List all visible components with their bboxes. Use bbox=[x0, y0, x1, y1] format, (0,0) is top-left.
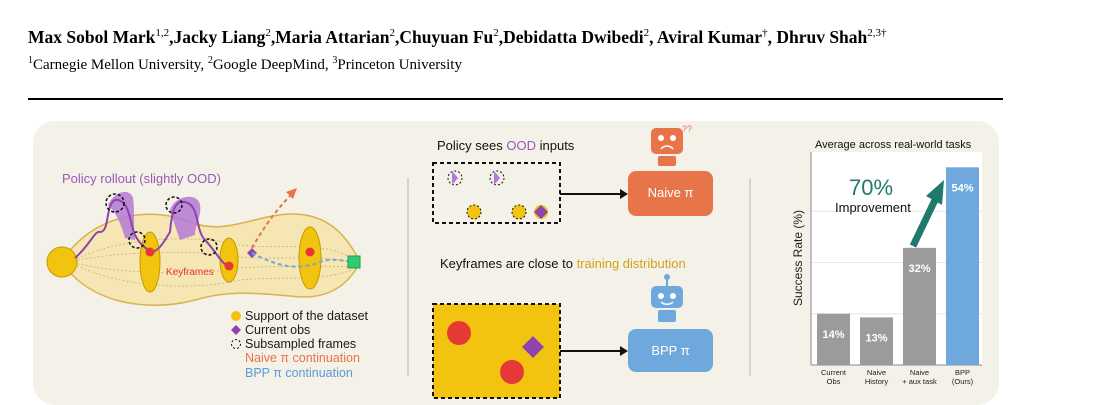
author-affiliation-mark: 2 bbox=[643, 27, 650, 40]
naive-policy-box bbox=[628, 171, 713, 216]
author-name: Dhruv Shah bbox=[776, 27, 868, 47]
subsampled-frame-4 bbox=[200, 238, 218, 256]
affiliation-name: Princeton University bbox=[337, 57, 462, 73]
improvement-percent: 70% bbox=[849, 175, 894, 200]
chart-bar bbox=[860, 317, 893, 365]
support-ellipse-3 bbox=[298, 226, 322, 290]
purple-ood-region-1 bbox=[108, 191, 135, 240]
legend-item: Naive π continuation bbox=[245, 351, 360, 365]
chart-category-label: + aux task bbox=[902, 377, 937, 386]
author-name: Aviral Kumar bbox=[656, 27, 763, 47]
legend-marker-support bbox=[231, 311, 241, 321]
keyframe-current-obs bbox=[522, 336, 544, 358]
chart-bar bbox=[817, 313, 850, 365]
keyframe-marker-1 bbox=[447, 321, 471, 345]
author-name: Jacky Liang bbox=[173, 27, 266, 47]
affiliation-name: Google DeepMind, bbox=[212, 57, 333, 73]
improvement-arrow bbox=[909, 198, 939, 248]
legend-item: BPP π continuation bbox=[245, 366, 353, 380]
keyframe-dot-2 bbox=[224, 261, 234, 271]
author-affiliation-mark: 2 bbox=[265, 27, 271, 40]
ood-input-markers bbox=[447, 170, 548, 220]
training-distribution-word: training distribution bbox=[576, 256, 686, 271]
subsampled-frame-1 bbox=[105, 193, 125, 213]
chart-ylabel: Success Rate (%) bbox=[791, 209, 805, 307]
legend-item: Current obs bbox=[245, 323, 311, 337]
support-ellipse-1 bbox=[139, 231, 161, 293]
support-ellipse-2 bbox=[219, 237, 239, 283]
top-middle-title: Policy sees OOD inputs bbox=[437, 138, 575, 153]
author-name: Maria Attarian bbox=[275, 27, 390, 47]
rollout-label: Policy rollout (slightly OOD) bbox=[62, 171, 221, 186]
goal-square bbox=[347, 255, 361, 269]
subsampled-frame-2 bbox=[128, 231, 146, 249]
start-circle bbox=[46, 246, 78, 278]
naive-continuation-line bbox=[251, 195, 291, 249]
chart-bar-value-label: 54% bbox=[951, 182, 973, 194]
svg-text:??: ?? bbox=[682, 124, 692, 134]
subsampled-frame-3 bbox=[165, 196, 183, 214]
chart-bar bbox=[946, 167, 979, 365]
bpp-continuation-line bbox=[251, 252, 353, 268]
author-name: Chuyuan Fu bbox=[399, 27, 494, 47]
chart-bar-value-label: 13% bbox=[865, 332, 887, 344]
affiliation-number: 1 bbox=[28, 55, 33, 66]
keyframe-dot-1 bbox=[145, 247, 155, 257]
happy-robot-icon bbox=[651, 274, 683, 322]
affiliation-name: Carnegie Mellon University, bbox=[33, 57, 208, 73]
chart-category-label: BPP bbox=[955, 368, 970, 377]
author-name: Debidatta Dwibedi bbox=[503, 27, 644, 47]
keyframes-label: Keyframes bbox=[166, 267, 214, 278]
chart-title-text: Average across real-world tasks bbox=[815, 139, 972, 151]
chart-category-label: Current bbox=[821, 368, 847, 377]
header-rule bbox=[28, 98, 1003, 100]
confused-robot-icon: ?? bbox=[651, 124, 692, 166]
bpp-policy-label: BPP π bbox=[651, 343, 690, 358]
author-affiliation-mark: 2 bbox=[389, 27, 396, 40]
chart-bar-value-label: 14% bbox=[822, 329, 844, 341]
keyframe-dot-3 bbox=[305, 247, 315, 257]
keyframe-marker-2 bbox=[500, 360, 524, 384]
author-affiliation-mark: 2 bbox=[493, 27, 499, 40]
author-affiliation-mark: 2,3† bbox=[867, 27, 887, 40]
legend-marker-current-obs bbox=[231, 325, 241, 335]
naive-continuation-arrowhead bbox=[286, 188, 297, 199]
author-affiliation-mark: 1,2 bbox=[155, 27, 170, 40]
legend-item: Subsampled frames bbox=[245, 337, 357, 351]
legend-item: Support of the dataset bbox=[245, 309, 369, 323]
ood-word: OOD bbox=[506, 138, 536, 153]
chart-category-label: History bbox=[865, 377, 889, 386]
keyframe-inputs-box bbox=[432, 303, 561, 399]
chart-category-label: Obs bbox=[827, 377, 841, 386]
author-list: Max Sobol Mark1,2,Jacky Liang2,Maria Att… bbox=[28, 27, 887, 47]
affiliation-number: 2 bbox=[207, 55, 213, 66]
chart-category-label: Naive bbox=[910, 368, 929, 377]
author-affiliation-mark: † bbox=[762, 27, 768, 40]
naive-policy-label: Naive π bbox=[647, 185, 694, 200]
bottom-middle-title: Keyframes are close to training distribu… bbox=[440, 256, 686, 271]
improvement-text: Improvement bbox=[835, 200, 911, 215]
affiliation-number: 3 bbox=[332, 55, 338, 66]
improvement-arrowhead bbox=[926, 180, 944, 205]
legend-marker-subsampled bbox=[231, 339, 241, 349]
chart-category-label: Naive bbox=[867, 368, 886, 377]
chart-bar bbox=[903, 247, 936, 365]
affiliations: 1Carnegie Mellon University, 2Google Dee… bbox=[28, 55, 462, 74]
bpp-policy-box bbox=[628, 329, 713, 372]
author-name: Max Sobol Mark bbox=[28, 27, 156, 47]
chart-bar-value-label: 32% bbox=[908, 263, 930, 275]
chart-category-label: (Ours) bbox=[952, 377, 974, 386]
